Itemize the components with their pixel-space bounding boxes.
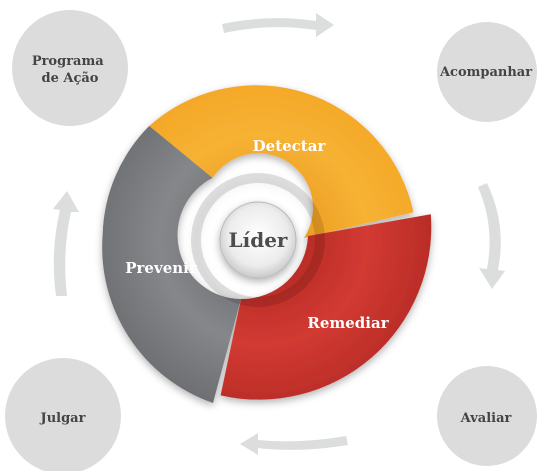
arrow-top-icon [222, 13, 334, 37]
cycle-arrows [53, 13, 505, 455]
cycle-node-avaliar: Avaliar [437, 366, 537, 466]
node-label-acompanhar: Acompanhar [439, 65, 532, 80]
segment-prevenir [102, 125, 241, 404]
donut [102, 85, 432, 404]
cycle-node-programa: Programa de Ação [12, 10, 128, 126]
cycle-node-julgar: Julgar [5, 358, 121, 471]
segment-remediar [220, 214, 432, 400]
arrow-bottom-icon [240, 433, 348, 455]
segment-label-remediar: Remediar [307, 314, 389, 332]
node-label-avaliar: Avaliar [460, 411, 512, 426]
center-circle [219, 201, 297, 279]
segment-detectar [149, 85, 414, 238]
cycle-node-acompanhar: Acompanhar [437, 22, 537, 122]
inner-ring [191, 173, 325, 307]
svg-text:Programa de Ação: Programa de Ação [32, 54, 108, 86]
arrow-left-icon [53, 191, 79, 296]
segment-label-prevenir: Prevenir [125, 259, 198, 277]
segment-label-detectar: Detectar [253, 137, 327, 155]
arrow-right-icon [478, 183, 505, 289]
node-label-programa-line2: de Ação [42, 71, 99, 86]
center-label: Líder [229, 228, 288, 252]
node-label-julgar: Julgar [40, 411, 86, 426]
node-label-programa-line1: Programa [32, 54, 104, 69]
